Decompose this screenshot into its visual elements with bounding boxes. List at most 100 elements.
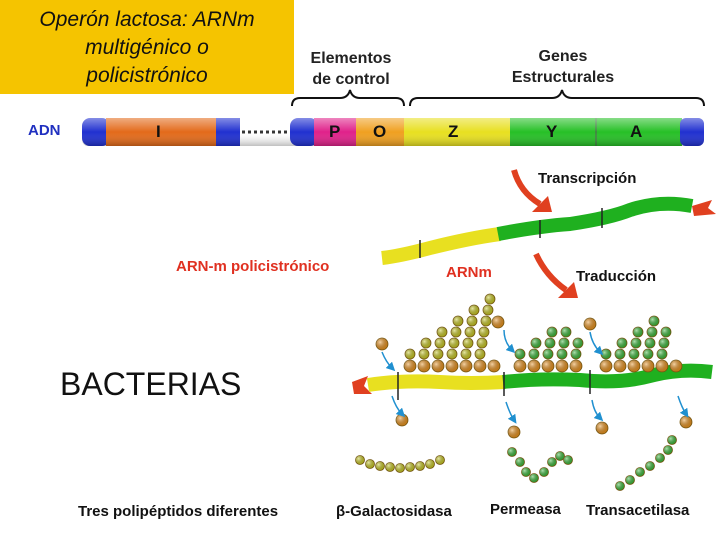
galactosidase-bead-shade xyxy=(375,461,385,471)
released-proteins xyxy=(355,435,677,491)
amino-acid-bead-shade xyxy=(649,316,659,326)
ribosome-shade xyxy=(528,360,540,372)
dna-bar xyxy=(82,118,704,146)
title-box: Operón lactosa: ARNm multigénico o polic… xyxy=(0,0,294,94)
amino-acid-bead-shade xyxy=(601,349,611,359)
ribosome-shade xyxy=(492,316,504,328)
amino-acid-bead-shade xyxy=(531,338,541,348)
mrna-label: ARNm xyxy=(446,264,492,281)
operator-label: O xyxy=(373,122,387,141)
promoter-label: P xyxy=(329,122,341,141)
amino-acid-bead-shade xyxy=(435,338,445,348)
amino-acid-bead-shade xyxy=(515,349,525,359)
amino-acid-bead-shade xyxy=(571,349,581,359)
transacetylase-bead-shade xyxy=(663,445,673,455)
amino-acid-bead-shade xyxy=(659,338,669,348)
gene-i-label: I xyxy=(156,122,161,141)
lower-mrna-strand xyxy=(352,363,713,400)
ribosome-shade xyxy=(432,360,444,372)
amino-acid-bead-shade xyxy=(661,327,671,337)
amino-acid-bead-shade xyxy=(479,327,489,337)
galactosidase-bead-shade xyxy=(435,455,445,465)
gene-y-label: Y xyxy=(546,122,558,141)
ribosome-shade xyxy=(600,360,612,372)
amino-acid-bead-shade xyxy=(615,349,625,359)
amino-acid-bead-shade xyxy=(467,316,477,326)
structural-brace xyxy=(409,89,705,107)
amino-acid-bead-shade xyxy=(421,338,431,348)
transacetylase-bead-shade xyxy=(635,467,645,477)
upper-mrna-strand xyxy=(381,196,716,265)
amino-acid-bead-shade xyxy=(617,338,627,348)
nascent-chains xyxy=(404,293,672,360)
transacetylase-bead-shade xyxy=(645,461,655,471)
diagram-title: Operón lactosa: ARNm multigénico o polic… xyxy=(39,8,255,87)
ribosome-shade xyxy=(404,360,416,372)
translation-arrow xyxy=(533,252,568,293)
control-brace xyxy=(291,89,405,107)
amino-acid-bead-shade xyxy=(433,349,443,359)
amino-acid-bead-shade xyxy=(485,294,495,304)
bacteria-label: BACTERIAS xyxy=(60,366,242,402)
amino-acid-bead-shade xyxy=(465,327,475,337)
ribosome-shade xyxy=(396,414,408,426)
permease-bead-shade xyxy=(529,473,539,483)
galactosidase-bead-shade xyxy=(405,462,415,472)
ribosome-shade xyxy=(628,360,640,372)
ribosome-shade xyxy=(614,360,626,372)
amino-acid-bead-shade xyxy=(629,349,639,359)
galactosidase-bead-shade xyxy=(355,455,365,465)
permease-bead-shade xyxy=(563,455,573,465)
transacetylase-bead-shade xyxy=(615,481,625,491)
translation-label: Traducción xyxy=(576,268,657,285)
amino-acid-bead-shade xyxy=(449,338,459,348)
transcription-label: Transcripción xyxy=(538,170,637,187)
transcription-arrow xyxy=(511,169,542,207)
transacetylase-bead-shade xyxy=(625,475,635,485)
permease-bead-shade xyxy=(521,467,531,477)
control-elements-header: Elementos de control xyxy=(310,50,392,88)
ribosome-shade xyxy=(570,360,582,372)
amino-acid-bead-shade xyxy=(461,349,471,359)
amino-acid-bead-shade xyxy=(543,349,553,359)
transacetylase-bead-shade xyxy=(667,435,677,445)
amino-acid-bead-shade xyxy=(657,349,667,359)
gene-z-label: Z xyxy=(448,122,459,141)
ribosome-shade xyxy=(514,360,526,372)
ribosome-shade xyxy=(642,360,654,372)
amino-acid-bead-shade xyxy=(477,338,487,348)
ribosome-shade xyxy=(680,416,692,428)
amino-acid-bead-shade xyxy=(561,327,571,337)
amino-acid-bead-shade xyxy=(463,338,473,348)
amino-acid-bead-shade xyxy=(643,349,653,359)
ribosome-shade xyxy=(508,426,520,438)
galactosidase-bead-shade xyxy=(415,461,425,471)
amino-acid-bead-shade xyxy=(645,338,655,348)
amino-acid-bead-shade xyxy=(481,316,491,326)
amino-acid-bead-shade xyxy=(405,349,415,359)
transacetylase-bead-shade xyxy=(655,453,665,463)
amino-acid-bead-shade xyxy=(631,338,641,348)
amino-acid-bead-shade xyxy=(529,349,539,359)
ribosome-flow-arrows xyxy=(381,329,689,424)
ribosome-shade xyxy=(542,360,554,372)
amino-acid-bead-shade xyxy=(547,327,557,337)
amino-acid-bead-shade xyxy=(647,327,657,337)
ribosome-shade xyxy=(596,422,608,434)
footer-transacetylase: Transacetilasa xyxy=(586,502,690,519)
structural-genes-header: Genes Estructurales xyxy=(511,48,615,86)
polycistronic-mrna-label: ARN-m policistrónico xyxy=(176,258,330,275)
footer-three-polypeptides: Tres polipéptidos diferentes xyxy=(78,503,279,520)
permease-bead-shade xyxy=(547,457,557,467)
permease-bead-shade xyxy=(539,467,549,477)
ribosome-shade xyxy=(460,360,472,372)
amino-acid-bead-shade xyxy=(557,349,567,359)
amino-acid-bead-shade xyxy=(559,338,569,348)
ribosome-shade xyxy=(584,318,596,330)
dna-label: ADN xyxy=(28,122,61,139)
ribosome-shade xyxy=(656,360,668,372)
amino-acid-bead-shade xyxy=(453,316,463,326)
ribosomes xyxy=(375,315,693,439)
